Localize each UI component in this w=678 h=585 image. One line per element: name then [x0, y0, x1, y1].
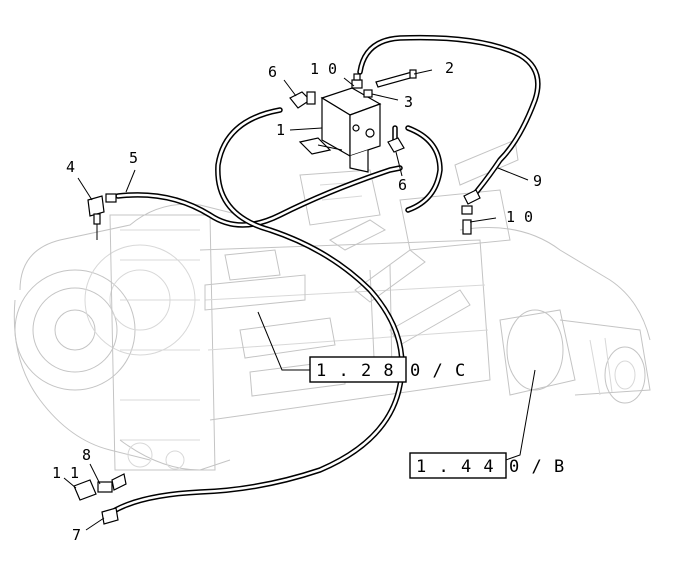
reference-box-b [409, 452, 507, 479]
valve-block [298, 87, 382, 173]
callout-10-lower: 1 0 [506, 208, 533, 226]
callout-11: 1 1 [52, 464, 79, 482]
reference-box-c [309, 356, 407, 383]
callout-4: 4 [66, 158, 75, 176]
callout-9: 9 [533, 172, 542, 190]
reference-1-28: 1 . 2 8 0 / C [309, 356, 466, 383]
callout-5: 5 [129, 149, 138, 167]
reference-suffix-b: 0 / B [509, 457, 565, 477]
fitting-10-upper [351, 79, 363, 89]
callout-8: 8 [82, 446, 91, 464]
reference-suffix-c: 0 / C [410, 361, 466, 381]
callout-7: 7 [72, 526, 81, 544]
reference-1-44: 1 . 4 4 0 / B [409, 452, 565, 479]
fitting-10-lower [462, 219, 472, 235]
callout-3: 3 [404, 93, 413, 111]
callout-2: 2 [445, 59, 454, 77]
hoses [109, 34, 541, 515]
fitting-3 [363, 89, 373, 98]
fitting-8 [97, 481, 113, 493]
fittings [73, 69, 481, 525]
reference-box-c-text: 1 . 2 8 [316, 361, 395, 381]
leader-lines [63, 69, 536, 531]
fitting-6-right [387, 137, 405, 153]
callout-6-right: 6 [398, 176, 407, 194]
tube-2 [375, 71, 415, 88]
fitting-11 [73, 479, 97, 501]
transmission-housing-outline [13, 169, 651, 471]
callout-labels: 1 2 3 4 5 6 6 7 8 9 1 0 1 0 1 1 [52, 59, 542, 544]
reference-box-b-text: 1 . 4 4 [416, 457, 495, 477]
fitting-7 [101, 507, 119, 525]
callout-1: 1 [276, 121, 285, 139]
callout-6-left: 6 [268, 63, 277, 81]
fitting-4 [87, 195, 105, 217]
callout-10-upper: 1 0 [310, 60, 337, 78]
hose-valve-right [405, 125, 443, 213]
